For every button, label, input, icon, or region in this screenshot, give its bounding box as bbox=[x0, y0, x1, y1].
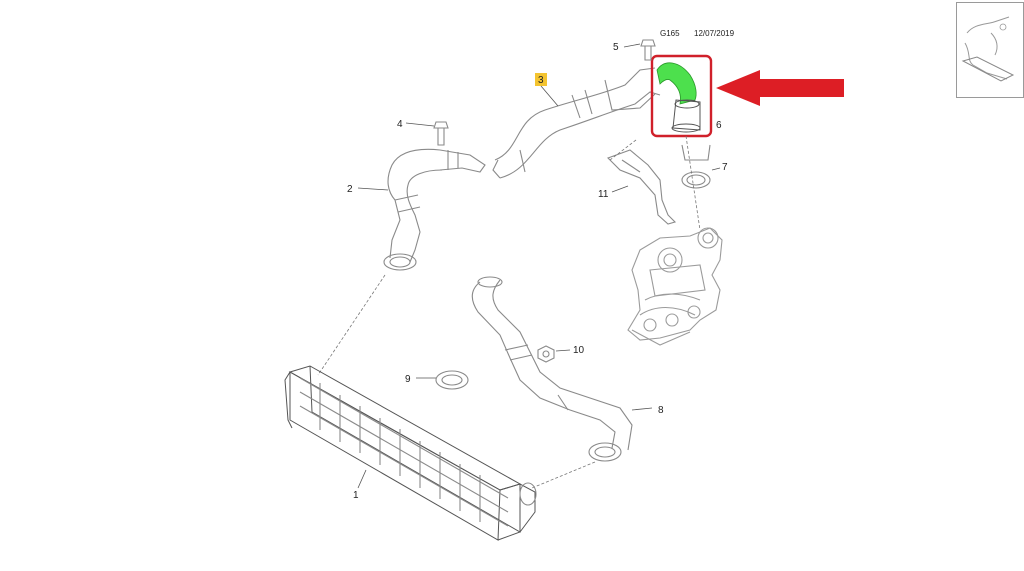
turbo-manifold bbox=[627, 227, 723, 346]
callout-8: 8 bbox=[658, 405, 664, 416]
part-9-clamp bbox=[416, 370, 469, 390]
callout-7: 7 bbox=[722, 162, 728, 173]
part-11-bracket bbox=[607, 139, 677, 225]
callout-2: 2 bbox=[347, 184, 353, 195]
callout-4: 4 bbox=[397, 119, 403, 130]
callout-1: 1 bbox=[353, 490, 359, 501]
diagram-date: 12/07/2019 bbox=[694, 29, 735, 38]
thumbnail-diagram-icon bbox=[961, 16, 1015, 82]
overview-thumbnail[interactable] bbox=[956, 2, 1024, 98]
diagram-code: G165 bbox=[660, 29, 680, 38]
highlight-box bbox=[650, 54, 713, 138]
part-10-nut bbox=[537, 345, 571, 363]
part-6-elbow-hose bbox=[656, 62, 701, 133]
part-3-hose bbox=[492, 67, 661, 179]
part-5-bolt bbox=[623, 39, 656, 61]
callout-6: 6 bbox=[716, 120, 722, 131]
part-8-hose bbox=[471, 276, 653, 462]
callout-3: 3 bbox=[538, 75, 544, 86]
highlighted-green-hose bbox=[656, 62, 697, 105]
part-2-hose bbox=[357, 148, 486, 271]
part-4-bolt bbox=[405, 121, 449, 146]
callout-3-highlight bbox=[535, 73, 547, 86]
callout-10: 10 bbox=[573, 345, 585, 356]
callout-9: 9 bbox=[405, 374, 411, 385]
callout-11: 11 bbox=[598, 189, 609, 200]
part-1-intercooler bbox=[284, 365, 537, 541]
callout-5: 5 bbox=[613, 42, 619, 53]
part-7-clamp bbox=[681, 144, 721, 189]
red-arrow-icon bbox=[716, 70, 844, 106]
